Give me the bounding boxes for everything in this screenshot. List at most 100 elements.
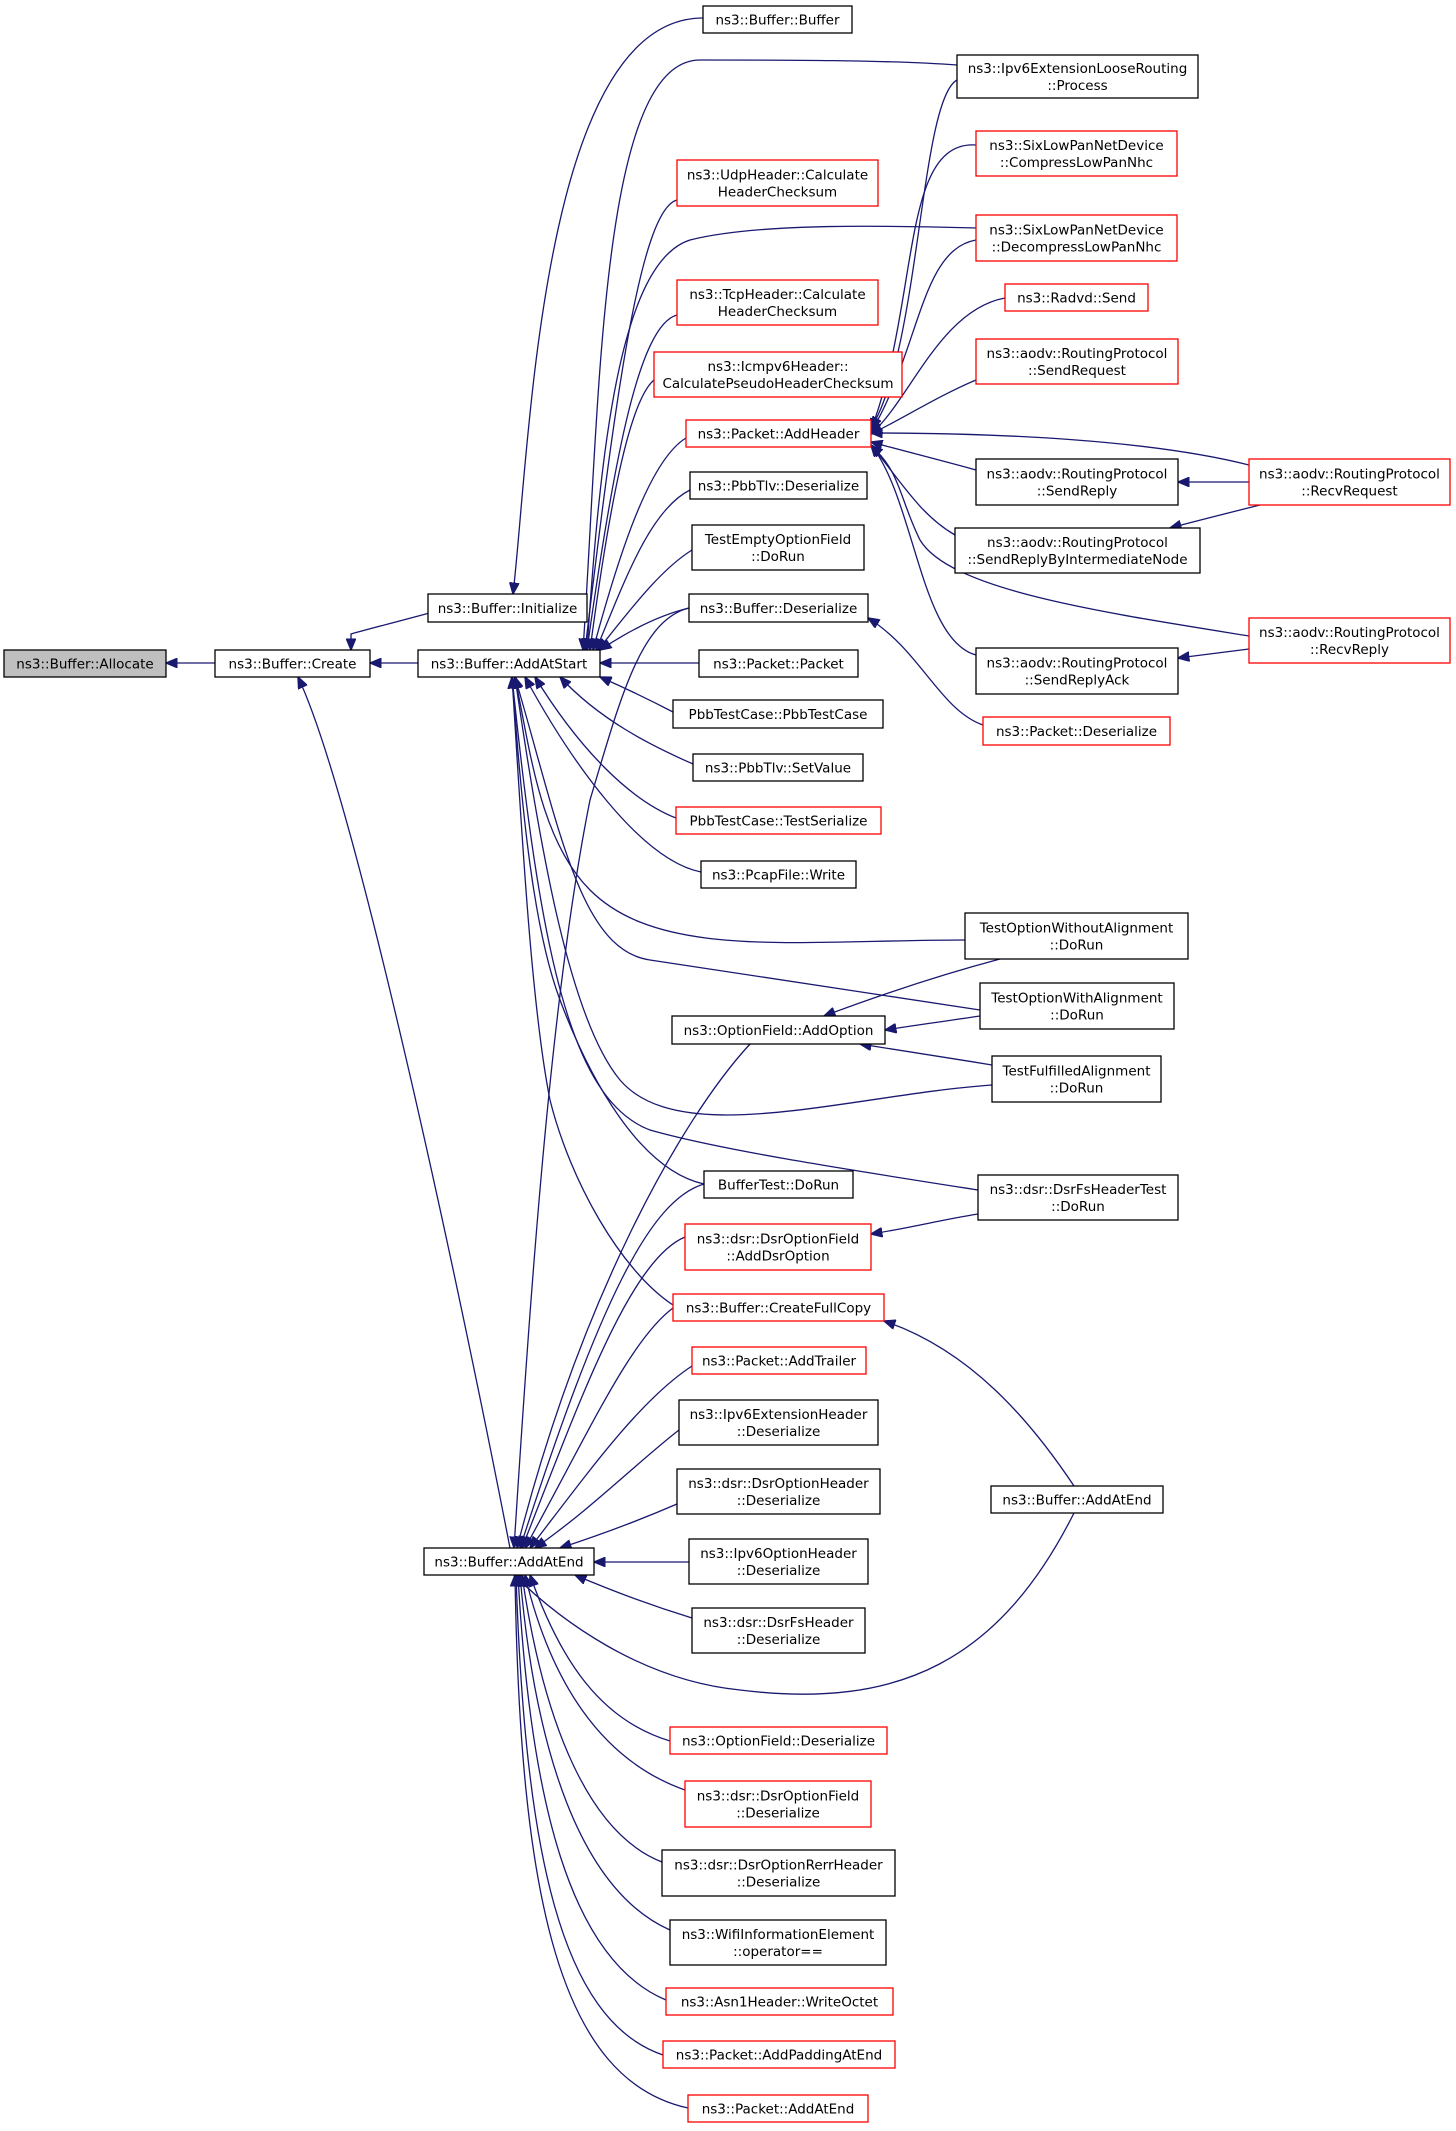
node-buffer_buffer[interactable]: ns3::Buffer::Buffer [702, 5, 853, 34]
node-label: ns3::dsr::DsrOptionHeader [688, 1476, 869, 1492]
node-packet_addtrailer[interactable]: ns3::Packet::AddTrailer [691, 1346, 867, 1375]
node-testemptyoptionfield[interactable]: TestEmptyOptionField::DoRun [691, 524, 865, 571]
node-label: ns3::Packet::AddHeader [698, 427, 860, 443]
edge-testfulfilledalignment-to-addatstart [515, 677, 993, 1116]
edge-addatend-to-create [298, 677, 511, 1549]
node-pbbtestcase[interactable]: PbbTestCase::PbbTestCase [672, 699, 884, 729]
node-sixlowpan_compress[interactable]: ns3::SixLowPanNetDevice::CompressLowPanN… [975, 130, 1178, 177]
node-aodv_sendrequest[interactable]: ns3::aodv::RoutingProtocol::SendRequest [975, 338, 1179, 385]
edge-buffer_deserialize-to-addatstart [600, 607, 690, 650]
node-addatend[interactable]: ns3::Buffer::AddAtEnd [423, 1547, 595, 1576]
node-initialize[interactable]: ns3::Buffer::Initialize [427, 593, 588, 623]
node-label: ::Deserialize [736, 1806, 820, 1822]
node-packet_deserialize[interactable]: ns3::Packet::Deserialize [982, 716, 1171, 746]
node-packet_addpadding[interactable]: ns3::Packet::AddPaddingAtEnd [662, 2040, 896, 2069]
node-aodv_recvreply[interactable]: ns3::aodv::RoutingProtocol::RecvReply [1248, 617, 1451, 664]
node-box [1248, 617, 1451, 664]
node-box [417, 649, 601, 678]
node-aodv_sendreplyack[interactable]: ns3::aodv::RoutingProtocol::SendReplyAck [975, 647, 1179, 695]
node-box [653, 351, 903, 398]
node-pcapfile_write[interactable]: ns3::PcapFile::Write [700, 860, 857, 889]
node-pbbtlv_deserialize[interactable]: ns3::PbbTlv::Deserialize [689, 471, 868, 500]
node-box [691, 1346, 867, 1375]
node-box [979, 982, 1175, 1030]
node-label: ns3::Buffer::Deserialize [700, 601, 858, 617]
node-dsroptionheader_deserialize[interactable]: ns3::dsr::DsrOptionHeader::Deserialize [676, 1468, 881, 1515]
node-label: ::Deserialize [737, 1632, 821, 1648]
node-aodv_sendreply[interactable]: ns3::aodv::RoutingProtocol::SendReply [975, 458, 1179, 506]
edge-dsroptionheader_deserialize-to-addatend [560, 1503, 678, 1548]
node-label: ns3::Radvd::Send [1017, 291, 1136, 307]
edge-wifi_operator-to-addatend [520, 1575, 671, 1931]
node-testoptionwithoutalignment[interactable]: TestOptionWithoutAlignment::DoRun [964, 912, 1189, 960]
node-addatstart[interactable]: ns3::Buffer::AddAtStart [417, 649, 601, 678]
node-box [691, 524, 865, 571]
edge-aodv_recvreply-to-packet_addheader [871, 446, 1250, 637]
node-sixlowpan_decompress[interactable]: ns3::SixLowPanNetDevice::DecompressLowPa… [975, 214, 1178, 262]
node-label: ns3::Packet::AddPaddingAtEnd [676, 2048, 882, 2064]
node-box [662, 2040, 896, 2069]
edge-buffer_addatend2-to-createfullcopy [884, 1321, 1075, 1487]
node-dsrfsheader_deserialize[interactable]: ns3::dsr::DsrFsHeader::Deserialize [691, 1607, 866, 1654]
node-box [676, 279, 879, 326]
edge-packet_deserialize-to-buffer_deserialize [868, 618, 984, 726]
edge-ipv6ext_deserialize-to-addatend [535, 1429, 680, 1548]
node-dsr_addoption[interactable]: ns3::dsr::DsrOptionField::AddDsrOption [684, 1223, 872, 1271]
node-dsrfsheadertest[interactable]: ns3::dsr::DsrFsHeaderTest::DoRun [977, 1174, 1179, 1221]
node-label: ::SendReply [1037, 484, 1118, 500]
node-allocate[interactable]: ns3::Buffer::Allocate [3, 649, 167, 678]
node-label: ns3::dsr::DsrOptionField [697, 1232, 859, 1248]
node-label: ns3::OptionField::Deserialize [682, 1734, 875, 1750]
node-box [954, 527, 1201, 574]
node-label: ns3::aodv::RoutingProtocol [987, 346, 1168, 362]
edge-testoptionwithalignment-to-optionfield_addoption [885, 1015, 981, 1030]
node-box [977, 1174, 1179, 1221]
node-label: ns3::Packet::Packet [713, 657, 844, 673]
node-label: ns3::dsr::DsrFsHeaderTest [990, 1182, 1167, 1198]
node-buffer_deserialize[interactable]: ns3::Buffer::Deserialize [688, 593, 869, 623]
node-box [671, 1015, 886, 1045]
node-label: ::SendRequest [1028, 363, 1126, 379]
node-dsrrerr_deserialize[interactable]: ns3::dsr::DsrOptionRerrHeader::Deseriali… [661, 1849, 896, 1897]
node-create[interactable]: ns3::Buffer::Create [214, 649, 371, 678]
node-testoptionwithalignment[interactable]: TestOptionWithAlignment::DoRun [979, 982, 1175, 1030]
node-box [975, 214, 1178, 262]
edge-pbbtlv_setvalue-to-addatstart [560, 677, 694, 765]
node-label: HeaderChecksum [718, 185, 837, 201]
edge-sixlowpan_decompress-to-addatstart [587, 225, 977, 650]
node-asn1_writeoctet[interactable]: ns3::Asn1Header::WriteOctet [665, 1987, 894, 2016]
node-optionfield_deserialize[interactable]: ns3::OptionField::Deserialize [669, 1726, 888, 1755]
node-ipv6loose_process[interactable]: ns3::Ipv6ExtensionLooseRouting::Process [956, 54, 1199, 99]
node-box [672, 699, 884, 729]
node-optionfield_addoption[interactable]: ns3::OptionField::AddOption [671, 1015, 886, 1045]
node-ipv6option_deserialize[interactable]: ns3::Ipv6OptionHeader::Deserialize [688, 1538, 869, 1585]
node-box [684, 1223, 872, 1271]
node-packet_addatend[interactable]: ns3::Packet::AddAtEnd [687, 2094, 869, 2123]
node-label: TestEmptyOptionField [704, 532, 851, 548]
node-pbbtlv_setvalue[interactable]: ns3::PbbTlv::SetValue [692, 753, 864, 782]
node-testfulfilledalignment[interactable]: TestFulfilledAlignment::DoRun [991, 1055, 1162, 1103]
node-aodv_recvrequest[interactable]: ns3::aodv::RoutingProtocol::RecvRequest [1248, 458, 1451, 506]
edge-udp_checksum-to-addatstart [585, 199, 678, 650]
edge-radvd_send-to-packet_addheader [871, 297, 1006, 434]
node-label: ns3::Packet::AddTrailer [702, 1354, 857, 1370]
node-icmpv6_checksum[interactable]: ns3::Icmpv6Header::CalculatePseudoHeader… [653, 351, 903, 398]
node-label: ns3::Icmpv6Header:: [708, 359, 849, 375]
node-box [991, 1055, 1162, 1103]
node-label: ::Deserialize [737, 1424, 821, 1440]
node-buffer_addatend2[interactable]: ns3::Buffer::AddAtEnd [990, 1485, 1164, 1514]
node-radvd_send[interactable]: ns3::Radvd::Send [1004, 283, 1149, 312]
node-packet_packet[interactable]: ns3::Packet::Packet [698, 649, 859, 678]
node-packet_addheader[interactable]: ns3::Packet::AddHeader [685, 419, 872, 448]
node-pbb_testserialize[interactable]: PbbTestCase::TestSerialize [675, 806, 882, 835]
node-ipv6ext_deserialize[interactable]: ns3::Ipv6ExtensionHeader::Deserialize [678, 1399, 879, 1446]
node-wifi_operator[interactable]: ns3::WifiInformationElement::operator== [669, 1919, 887, 1966]
node-label: ::SendReplyAck [1025, 673, 1130, 689]
edge-testoptionwithoutalignment-to-optionfield_addoption [824, 958, 1001, 1016]
node-createfullcopy[interactable]: ns3::Buffer::CreateFullCopy [672, 1293, 885, 1322]
node-aodv_sendreplyintermediate[interactable]: ns3::aodv::RoutingProtocol::SendReplyByI… [954, 527, 1201, 574]
node-dsroptionfield_deserialize[interactable]: ns3::dsr::DsrOptionField::Deserialize [684, 1780, 872, 1828]
node-buffertest_dorun[interactable]: BufferTest::DoRun [703, 1170, 854, 1199]
